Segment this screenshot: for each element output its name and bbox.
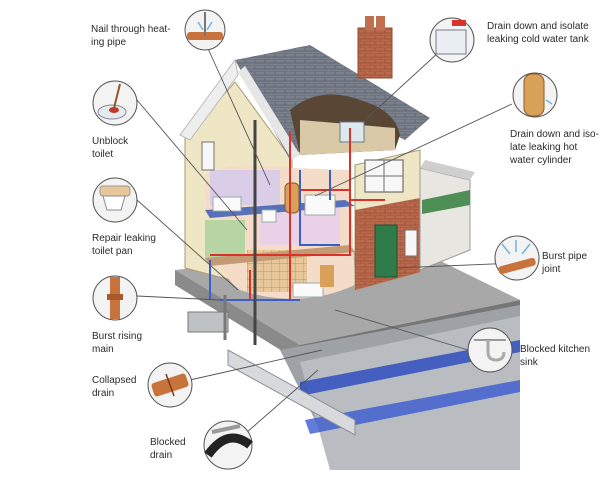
nail-pipe-icon <box>185 10 225 50</box>
hot-cylinder-icon <box>513 73 557 117</box>
plunger-toilet-icon <box>93 81 137 125</box>
collapsed-drain-icon <box>148 363 192 407</box>
label-burst-pipe-joint: Burst pipe joint <box>542 250 587 276</box>
label-nail-through-pipe: Nail through heat- ing pipe <box>91 23 171 49</box>
water-tank-icon <box>430 18 474 62</box>
label-collapsed-drain: Collapsed drain <box>92 374 136 400</box>
rising-main-pipe-icon <box>93 276 137 320</box>
label-burst-rising-main: Burst rising main <box>92 330 142 356</box>
label-unblock-toilet: Unblock toilet <box>92 135 128 161</box>
label-leaking-toilet-pan: Repair leaking toilet pan <box>92 232 156 258</box>
burst-joint-icon <box>495 236 539 280</box>
label-hot-water-cylinder: Drain down and iso- late leaking hot wat… <box>510 128 599 167</box>
label-blocked-drain: Blocked drain <box>150 436 186 462</box>
toilet-pan-icon <box>93 178 137 222</box>
sink-trap-icon <box>468 328 512 372</box>
label-cold-water-tank: Drain down and isolate leaking cold wate… <box>487 20 589 46</box>
label-blocked-kitchen-sink: Blocked kitchen sink <box>520 343 590 369</box>
blocked-drain-icon <box>204 421 252 469</box>
